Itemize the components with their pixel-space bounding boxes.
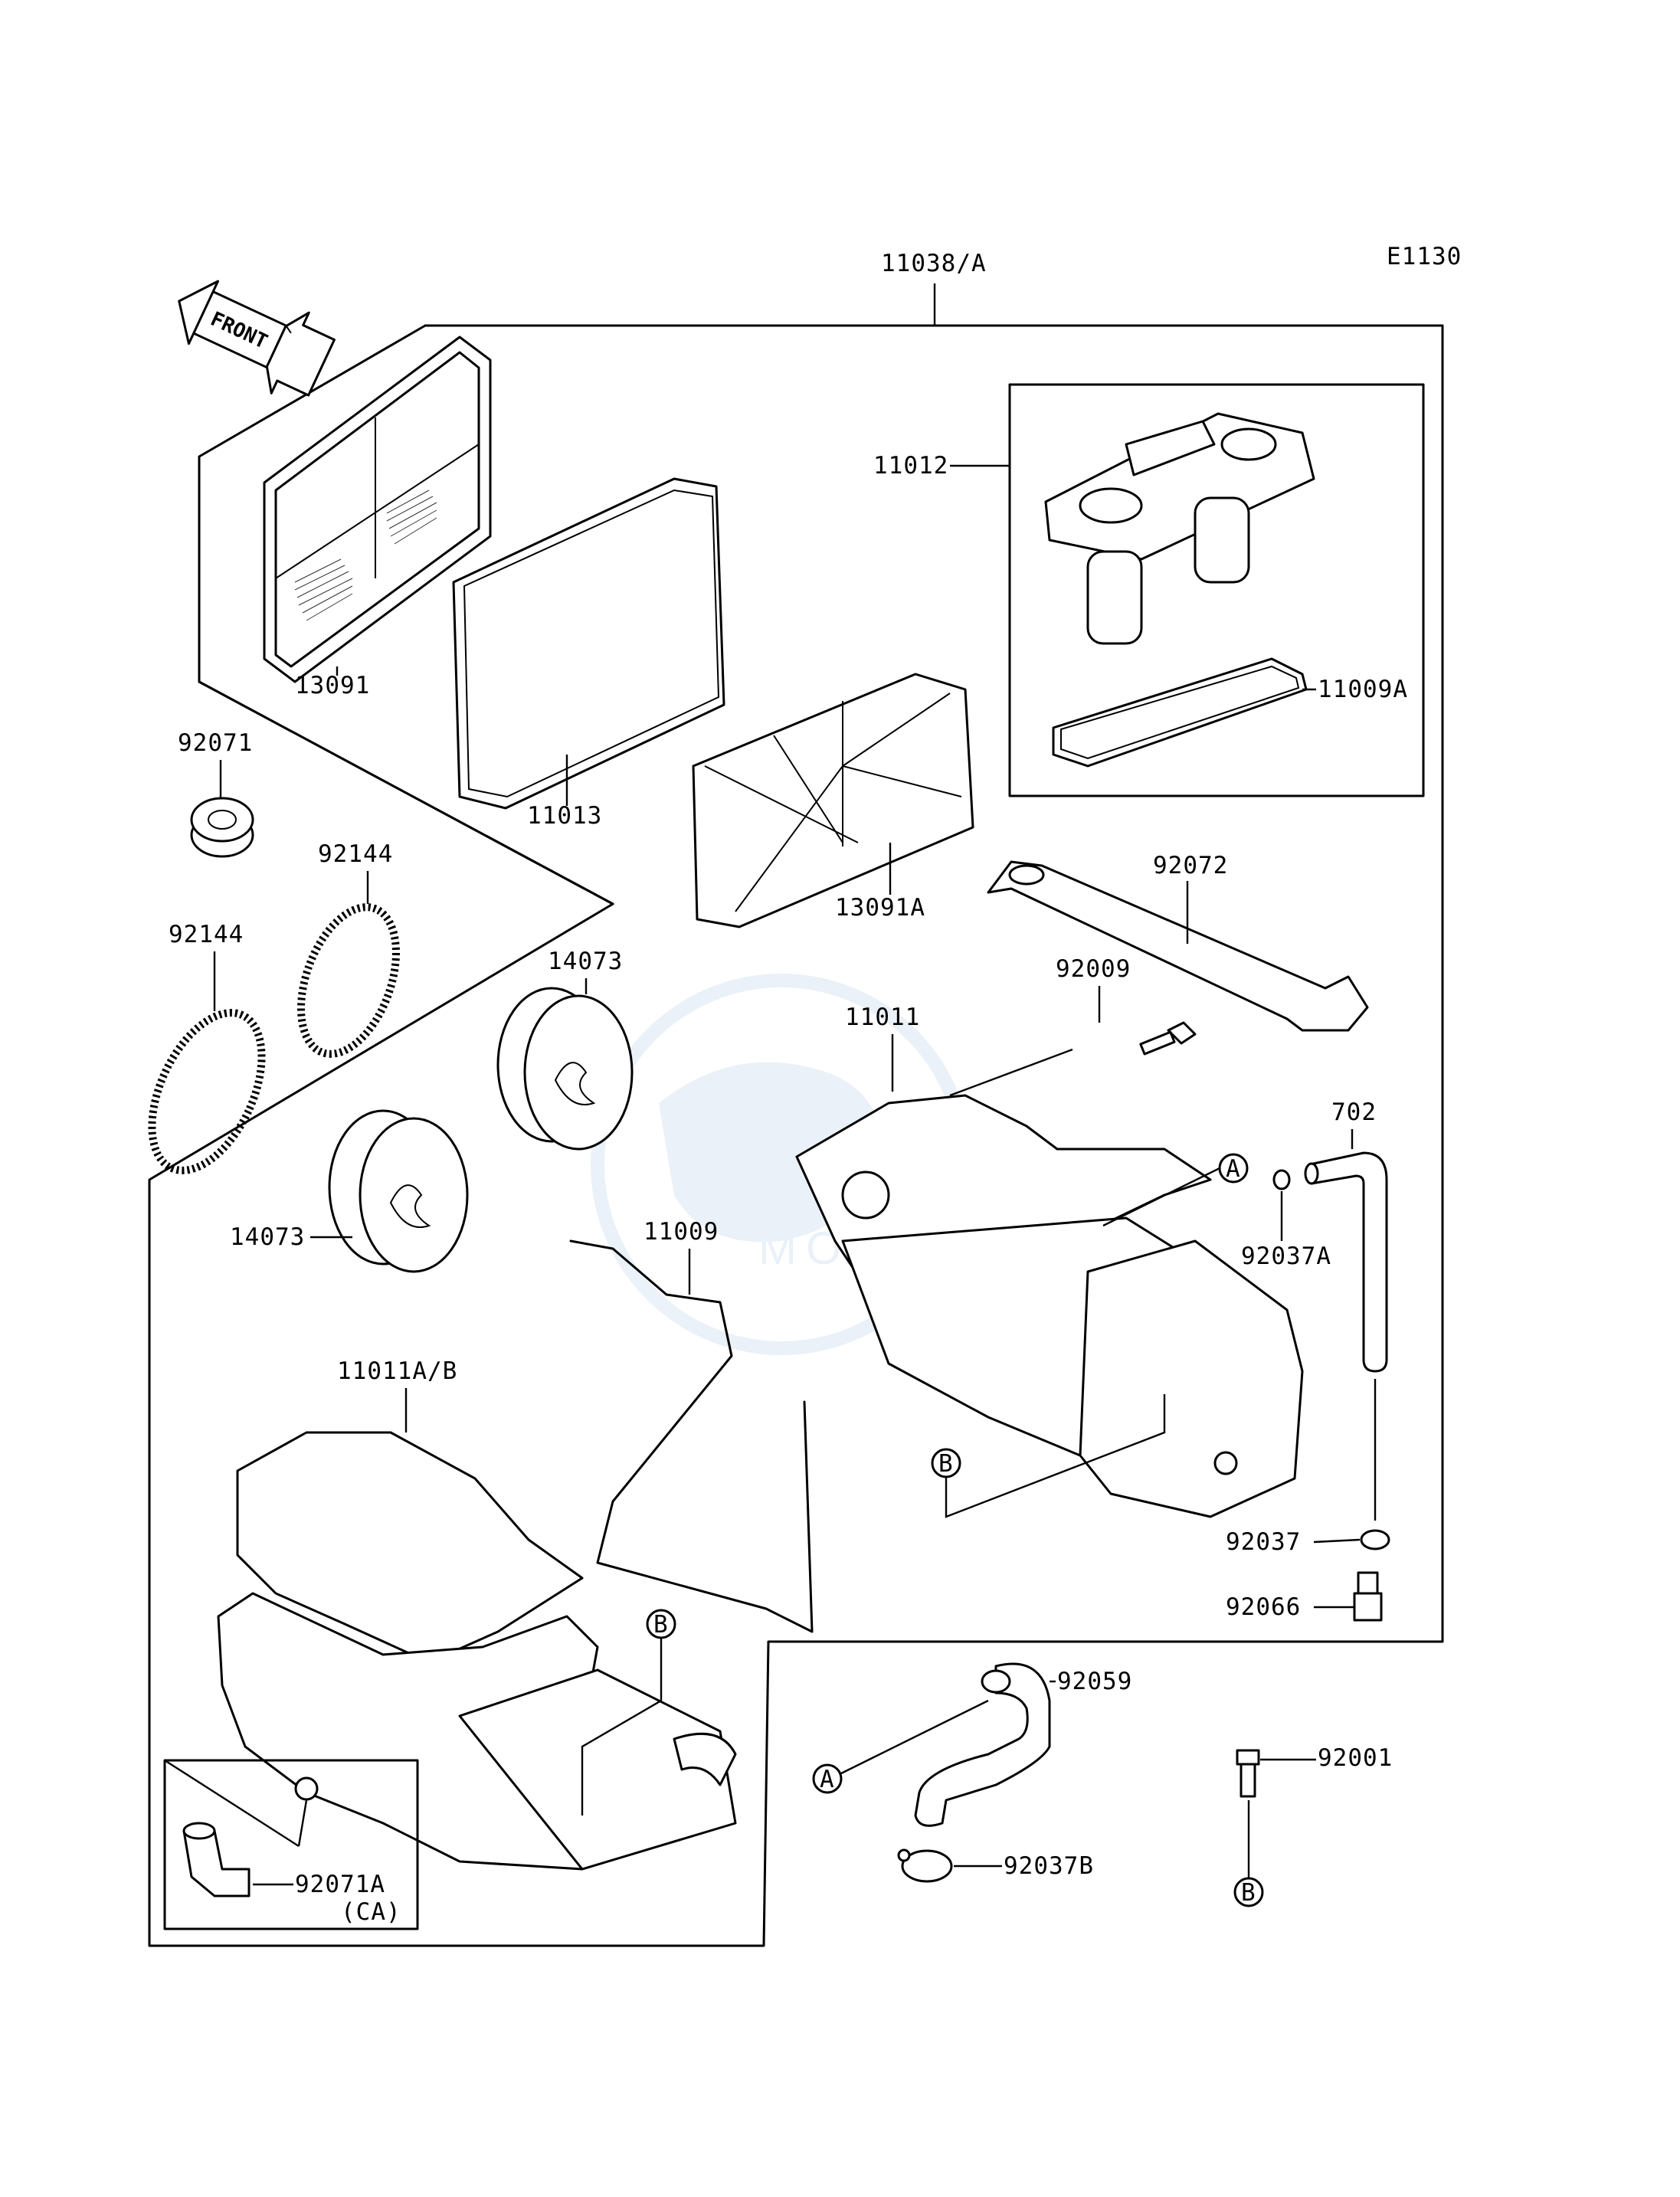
part-92001-bolt: [1236, 1749, 1260, 1798]
label-11013: 11013: [527, 802, 602, 830]
label-92059: 92059: [1057, 1668, 1132, 1695]
front-arrow-icon: FRONT: [178, 280, 336, 397]
part-11013-filter-element: [452, 477, 725, 810]
label-92072: 92072: [1153, 852, 1228, 879]
label-92144-upper: 92144: [318, 840, 393, 868]
ref-marker-a-1: A: [1218, 1153, 1249, 1184]
label-92066: 92066: [1226, 1593, 1301, 1621]
label-92037A: 92037A: [1241, 1243, 1331, 1270]
part-92009-bolt: [1139, 1021, 1197, 1056]
svg-text:B: B: [938, 1450, 954, 1478]
label-13091: 13091: [295, 672, 370, 699]
subassembly-box-11012: [1008, 383, 1425, 797]
part-13091-filter-screen: [263, 336, 492, 683]
part-92144-spring-ring-upper: [297, 903, 400, 1058]
label-14073-upper: 14073: [548, 948, 623, 975]
label-92071A-note: (CA): [341, 1898, 401, 1926]
part-92037A-clip: [1272, 1169, 1291, 1190]
group-boundary: [198, 680, 614, 905]
ref-marker-b-1: B: [931, 1448, 961, 1478]
part-92072-strap: [987, 860, 1369, 1032]
part-11012-cover: [1044, 412, 1315, 645]
part-92059-hose: [914, 1662, 1051, 1827]
subassembly-box-92071A: [163, 1759, 419, 1930]
label-14073-lower: 14073: [230, 1223, 305, 1251]
label-92144-lower: 92144: [169, 921, 244, 948]
diagram-code: E1130: [1387, 243, 1462, 270]
label-13091A: 13091A: [835, 894, 925, 922]
label-92071A: 92071A: [295, 1871, 385, 1898]
label-11009: 11009: [644, 1218, 719, 1246]
part-11009A-gasket: [1052, 657, 1308, 768]
part-92037-clip: [1360, 1529, 1390, 1550]
label-92037: 92037: [1226, 1528, 1301, 1556]
part-702-hose: [1304, 1151, 1388, 1373]
part-14073-cap-upper: [496, 987, 634, 1151]
assembly-outline: [148, 324, 1444, 1947]
label-92001: 92001: [1318, 1744, 1393, 1772]
part-92066-fitting: [1353, 1571, 1383, 1622]
svg-text:A: A: [1226, 1155, 1241, 1183]
label-11012: 11012: [873, 452, 948, 480]
svg-text:A: A: [820, 1766, 835, 1793]
svg-text:B: B: [1241, 1879, 1256, 1907]
ref-marker-b-3: B: [1233, 1877, 1264, 1907]
part-11009-gasket: [569, 1239, 814, 1633]
label-92037B: 92037B: [1004, 1852, 1094, 1880]
part-92071A-elbow: [182, 1822, 251, 1897]
label-11011: 11011: [845, 1004, 920, 1031]
part-11011-air-box: [795, 1094, 1304, 1518]
label-92009: 92009: [1056, 955, 1131, 983]
svg-text:B: B: [653, 1611, 669, 1639]
part-92037B-clip: [897, 1848, 953, 1883]
part-92071-grommet: [190, 797, 254, 858]
part-13091A-filter-frame: [692, 673, 974, 928]
label-11038A: 11038/A: [881, 250, 987, 277]
part-14073-cap-lower: [328, 1109, 469, 1273]
label-11011AB: 11011A/B: [337, 1357, 457, 1385]
part-11011AB-air-box: [217, 1431, 737, 1871]
part-92144-spring-ring-lower: [148, 1009, 266, 1174]
label-702: 702: [1331, 1098, 1377, 1126]
label-92071: 92071: [178, 729, 253, 757]
label-11009A: 11009A: [1318, 676, 1408, 703]
ref-marker-a-2: A: [812, 1763, 843, 1794]
ref-marker-b-2: B: [646, 1609, 676, 1639]
